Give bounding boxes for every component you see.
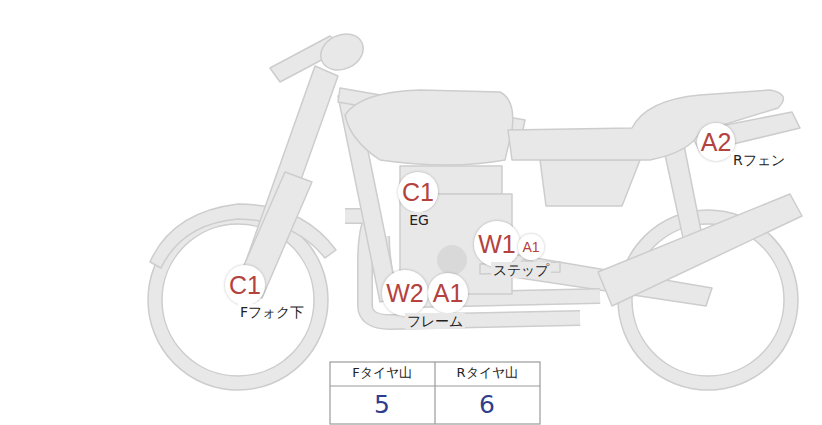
part-name: Fフォク下 — [238, 304, 306, 320]
side-cover — [540, 160, 640, 206]
damage-callout-circle: W2 — [382, 270, 428, 316]
tyre-table-grid — [330, 362, 540, 424]
callout-code: A1 — [522, 240, 539, 254]
damage-callout-circle: A1 — [518, 234, 543, 259]
damage-callout-circle: A2 — [697, 123, 736, 162]
callout-code: W2 — [386, 281, 424, 306]
part-name: フレーム — [405, 313, 465, 329]
damage-callout-circle: C1 — [398, 172, 438, 212]
damage-callout-circle: A1 — [428, 273, 468, 313]
seat — [508, 90, 783, 160]
fuel-tank — [345, 90, 513, 165]
table-value: 5 — [372, 391, 392, 420]
headlight — [315, 27, 369, 76]
table-header: Rタイヤ山 — [454, 366, 519, 381]
muffler — [598, 194, 802, 306]
part-name: Rフェン — [731, 152, 787, 168]
front-fender — [150, 204, 336, 268]
part-name: ステップ — [491, 262, 551, 278]
callout-code: C1 — [402, 180, 434, 205]
callout-code: C1 — [229, 273, 261, 298]
callout-code: A2 — [701, 130, 732, 155]
callout-code: A1 — [433, 281, 464, 306]
damage-callout-circle: C1 — [225, 265, 265, 305]
table-header: Fタイヤ山 — [350, 366, 413, 381]
damage-callout-circle: W1 — [474, 221, 520, 267]
engine-cover — [437, 245, 467, 275]
part-name: EG — [407, 212, 431, 228]
callout-code: W1 — [478, 232, 516, 257]
table-value: 6 — [477, 391, 497, 420]
